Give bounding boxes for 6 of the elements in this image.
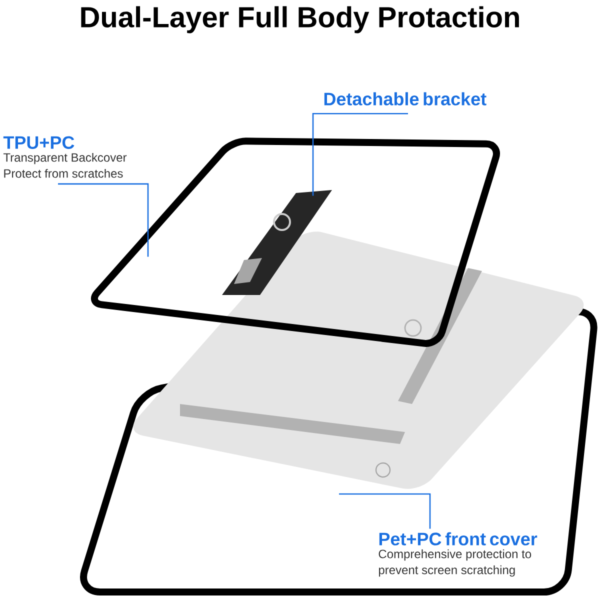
callout-text: Detachable bracket <box>324 92 486 106</box>
callout-text: TPU+PC Transparent Backcover Protect from scratches <box>3 136 127 178</box>
leader-line <box>339 493 431 529</box>
leader-line <box>312 112 408 196</box>
title: Dual-Layer Full Body Protaction <box>81 6 519 34</box>
leader-line <box>58 183 149 257</box>
